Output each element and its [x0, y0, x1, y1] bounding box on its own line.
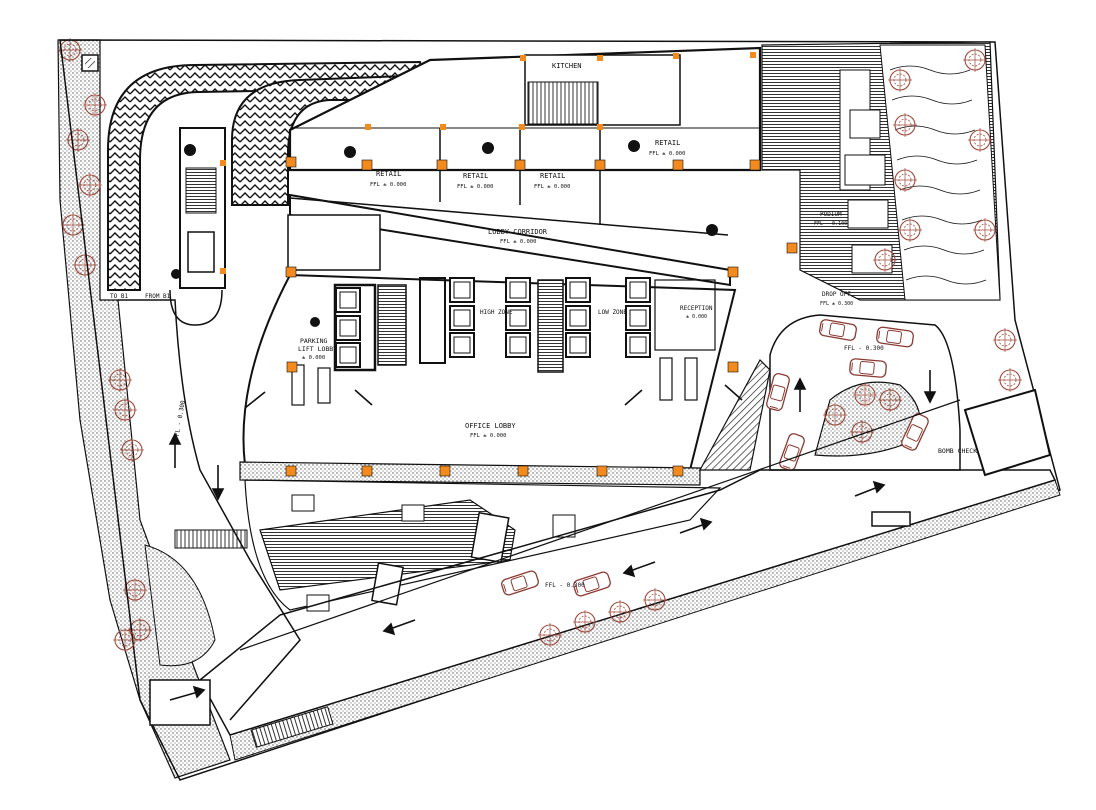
- front-steps: [259, 499, 516, 591]
- road-pavement: [199, 469, 1057, 736]
- label-reception-ffl: ± 0.000: [686, 314, 707, 320]
- label-parking: PARKING: [300, 337, 327, 345]
- road-kerb-box: [871, 511, 911, 527]
- reception-desk: [291, 279, 716, 406]
- room-labels: KITCHEN RETAIL FFL ± 0.000 RETAIL FFL ± …: [110, 62, 977, 589]
- label-office-lobby-ffl: FFL ± 0.000: [470, 433, 506, 439]
- front-paving: [244, 479, 722, 611]
- lift-core-low-zone: [625, 277, 651, 358]
- label-podium-ffl: FFL - 0.100: [814, 221, 847, 227]
- zebra-crossing: [174, 529, 248, 549]
- site-boundary: [59, 39, 1061, 781]
- label-kitchen: KITCHEN: [552, 62, 582, 70]
- label-retail-3: RETAIL: [540, 172, 565, 180]
- label-ffl-left: FFL - 0.300: [173, 400, 187, 441]
- traffic-arrows: [168, 370, 937, 701]
- label-bomb-check: BOMB CHECK: [938, 447, 977, 455]
- toilet-block: [287, 214, 381, 271]
- road-edge-upper: [239, 399, 961, 651]
- label-lobby-corridor: LOBBY CORRIDOR: [488, 228, 548, 236]
- label-lift-lobby-ffl: ± 0.000: [302, 355, 325, 361]
- label-retail-2: RETAIL: [463, 172, 488, 180]
- lobby-corridor: [289, 193, 731, 287]
- structural-columns: [220, 52, 798, 477]
- ramp-curb-bottom: [169, 289, 223, 326]
- label-retail-2-ffl: FFL ± 0.000: [457, 184, 493, 190]
- label-low-zone: LOW ZONE: [598, 309, 627, 316]
- lift-core-parking: [333, 277, 446, 372]
- label-office-lobby: OFFICE LOBBY: [465, 422, 516, 430]
- label-from-b1: FROM B1: [145, 293, 171, 300]
- label-ffl-right: FFL - 0.300: [844, 345, 884, 352]
- label-lift-lobby: LIFT LOBBY: [298, 345, 337, 353]
- label-retail-1-ffl: FFL ± 0.000: [370, 182, 406, 188]
- front-planter: [239, 461, 701, 486]
- left-planting-strip: [57, 39, 231, 779]
- label-ffl-road: FFL - 0.300: [545, 582, 585, 589]
- label-reception: RECEPTION: [680, 305, 713, 312]
- lift-core-high-zone: [449, 277, 591, 373]
- drop-off-steps: [698, 359, 771, 471]
- left-island: [144, 544, 216, 667]
- label-lobby-corridor-ffl: FFL ± 0.000: [500, 239, 536, 245]
- label-retail-4-ffl: FFL ± 0.000: [649, 151, 685, 157]
- label-retail-1: RETAIL: [376, 170, 401, 178]
- label-retail-4: RETAIL: [655, 139, 680, 147]
- label-podium: PODIUM: [820, 211, 842, 218]
- label-drop-off-ffl: FFL ± 0.300: [820, 301, 853, 307]
- label-high-zone: HIGH ZONE: [480, 309, 513, 316]
- gate-box: [250, 706, 334, 748]
- label-to-b1: TO B1: [110, 293, 128, 300]
- label-drop-off: DROP OFF: [822, 291, 851, 298]
- round-columns: [171, 140, 718, 327]
- bomb-check-gate: [963, 388, 1052, 477]
- left-driveway: [118, 299, 301, 721]
- label-retail-3-ffl: FFL ± 0.000: [534, 184, 570, 190]
